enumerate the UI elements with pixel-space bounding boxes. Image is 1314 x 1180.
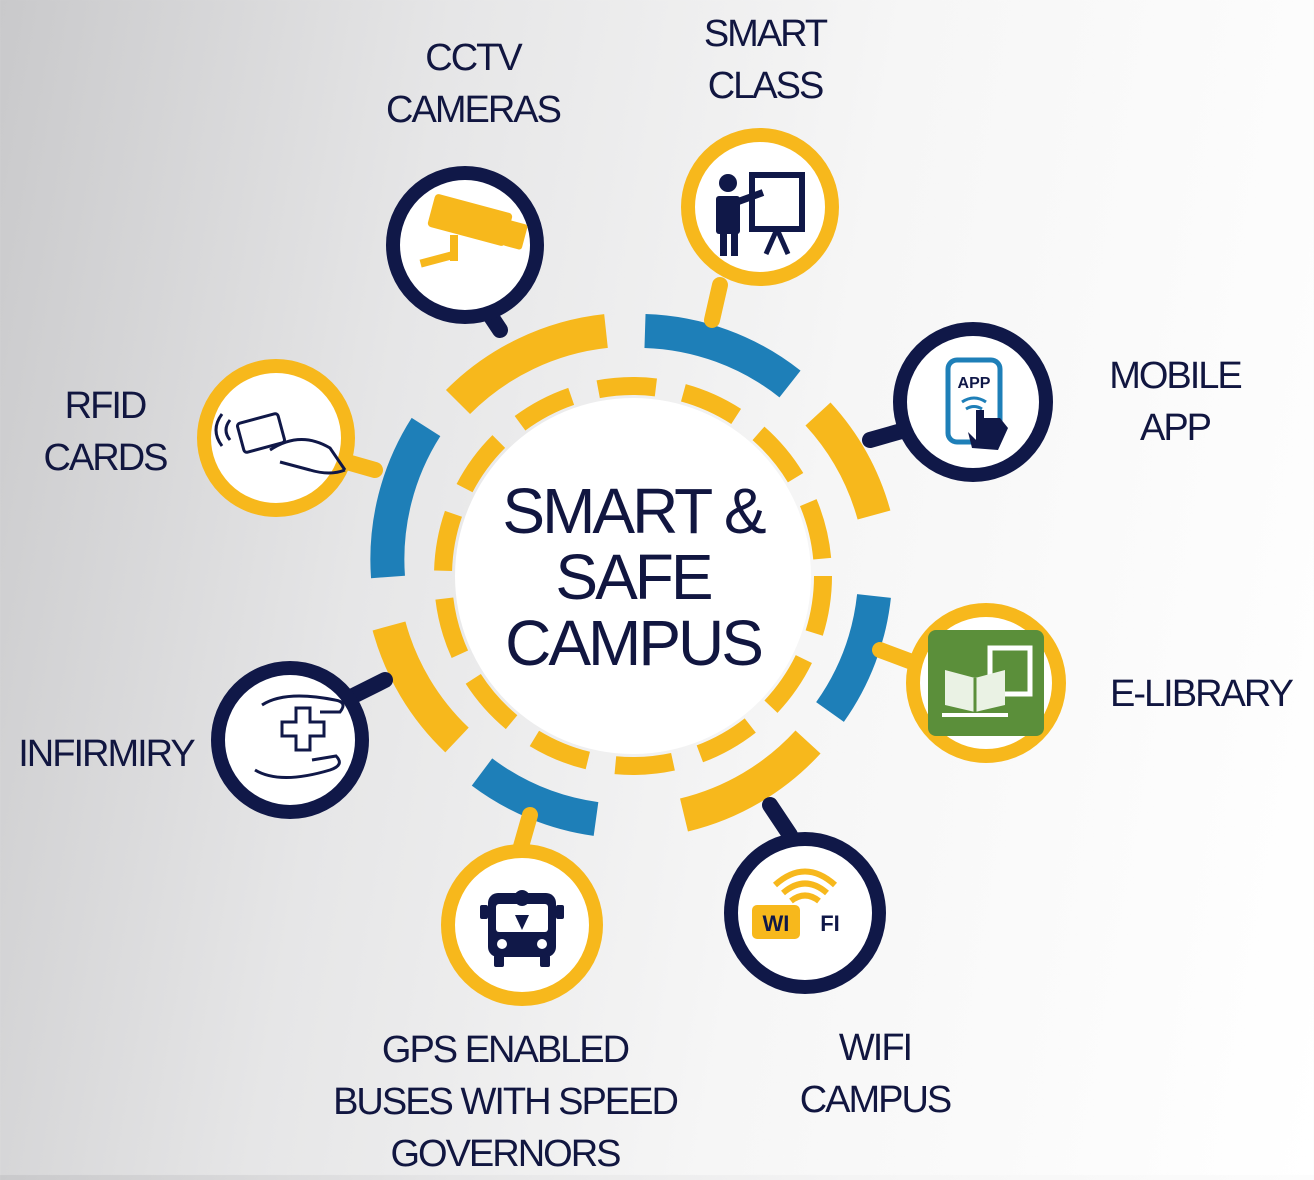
wifi-icon-text-fi: FI [820,911,840,936]
label-line: BUSES WITH SPEED [333,1081,679,1123]
feature-smart-class [681,128,839,286]
feature-cctv [386,166,544,324]
app-icon-text: APP [958,375,991,392]
wifi-icon: WI FI [752,868,840,939]
label-e-library: E-LIBRARY [1096,668,1306,720]
center-title: SMART & SAFE CAMPUS [463,478,803,676]
label-gps-bus: GPS ENABLED BUSES WITH SPEED GOVERNORS [305,1024,705,1180]
inner-dashed-ring [434,377,832,775]
cctv-camera-icon [419,194,528,268]
label-line: CCTV [425,37,522,79]
mobile-app-icon: APP [945,357,1008,450]
center-title-line: SAFE [555,541,713,613]
label-cctv: CCTV CAMERAS [368,32,578,136]
medical-hands-icon [254,694,345,779]
feature-circle [724,832,886,994]
label-line: APP [1139,407,1212,449]
e-library-icon [928,630,1044,736]
feature-e-library [906,603,1066,763]
feature-circle [681,128,839,286]
feature-circle [211,661,369,819]
label-line: INFIRMIRY [18,733,196,775]
label-line: MOBILE [1109,355,1243,397]
label-line: CAMPUS [799,1079,953,1121]
feature-gps-bus [441,844,603,1006]
outer-ring [370,314,891,836]
label-line: RFID [64,385,148,427]
teacher-board-icon [716,172,805,256]
feature-circle [197,359,355,517]
feature-infirmary [211,661,369,819]
feature-mobile-app: APP [893,322,1053,482]
outer-segment [644,314,801,398]
center-title-line: CAMPUS [505,607,764,679]
connector-smart-class [704,277,728,328]
feature-circle [893,322,1053,482]
label-line: GPS ENABLED [381,1029,630,1071]
center-title-line: SMART & [502,475,766,547]
label-line: CAMERAS [386,89,562,131]
label-line: CLASS [707,65,825,107]
outer-segment [815,593,891,722]
outer-segment [471,758,599,836]
label-rfid: RFID CARDS [20,380,190,484]
wifi-icon-text-wi: WI [763,911,790,936]
gps-bus-icon [480,890,564,967]
feature-wifi: WI FI [724,832,886,994]
outer-segment [679,730,821,832]
label-line: SMART [703,13,828,55]
label-mobile-app: MOBILE APP [1090,350,1260,454]
rfid-card-icon [214,412,347,475]
outer-segment [370,417,441,579]
label-line: WIFI [838,1027,913,1069]
feature-rfid [197,359,355,517]
outer-segment [445,314,609,415]
label-smart-class: SMART CLASS [680,8,850,112]
label-line: E-LIBRARY [1110,673,1294,715]
center-disc [455,398,811,754]
label-wifi: WIFI CAMPUS [780,1022,970,1126]
feature-circle [386,166,544,324]
label-infirmary: INFIRMIRY [6,728,206,780]
label-line: GOVERNORS [390,1133,621,1175]
label-line: CARDS [43,437,168,479]
outer-segment [372,621,469,753]
outer-segment [805,402,891,520]
connector-wifi [762,797,798,843]
